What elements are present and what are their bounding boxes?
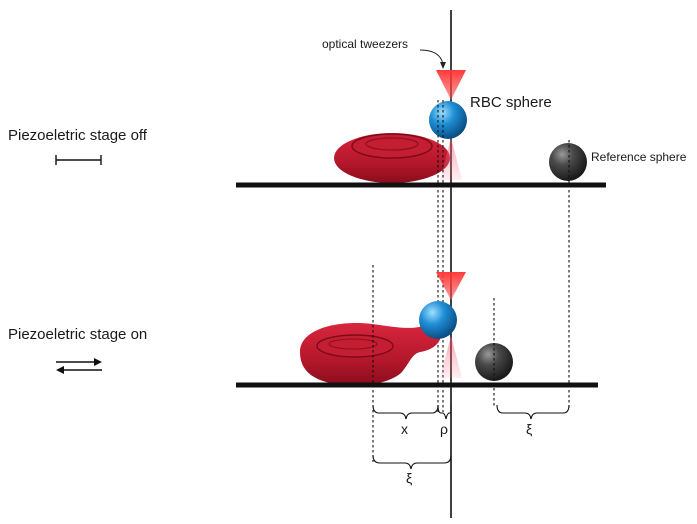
stage-on-double-arrow (56, 358, 102, 374)
brace-rho (437, 404, 452, 420)
optical-tweezers-label: optical tweezers (322, 37, 409, 51)
xi-right-label: ξ (526, 421, 533, 437)
brace-x (372, 404, 439, 420)
rbc-sphere-label: RBC sphere (470, 94, 552, 111)
rho-label: ρ (440, 421, 448, 437)
laser-beam-bottom (436, 272, 466, 378)
reference-sphere-label: Reference sphere (591, 150, 687, 164)
stage-off-label: Piezoeletric stage off (8, 127, 147, 144)
brace-xi-right (496, 404, 570, 420)
reference-sphere-bottom (475, 343, 513, 381)
brace-xi-bottom (372, 454, 452, 470)
stage-off-scale-bar (55, 155, 102, 165)
rbc-sphere-bottom (419, 301, 457, 339)
rbc-cell-bottom (300, 323, 441, 386)
tweezers-pointer-arrow (419, 49, 444, 65)
xi-bottom-label: ξ (406, 470, 413, 486)
rbc-cell-top (334, 133, 450, 183)
reference-sphere-top (549, 143, 587, 181)
laser-beam-top (436, 70, 466, 180)
rbc-sphere-top (429, 101, 467, 139)
x-label: x (401, 421, 408, 437)
stage-on-label: Piezoeletric stage on (8, 326, 148, 343)
